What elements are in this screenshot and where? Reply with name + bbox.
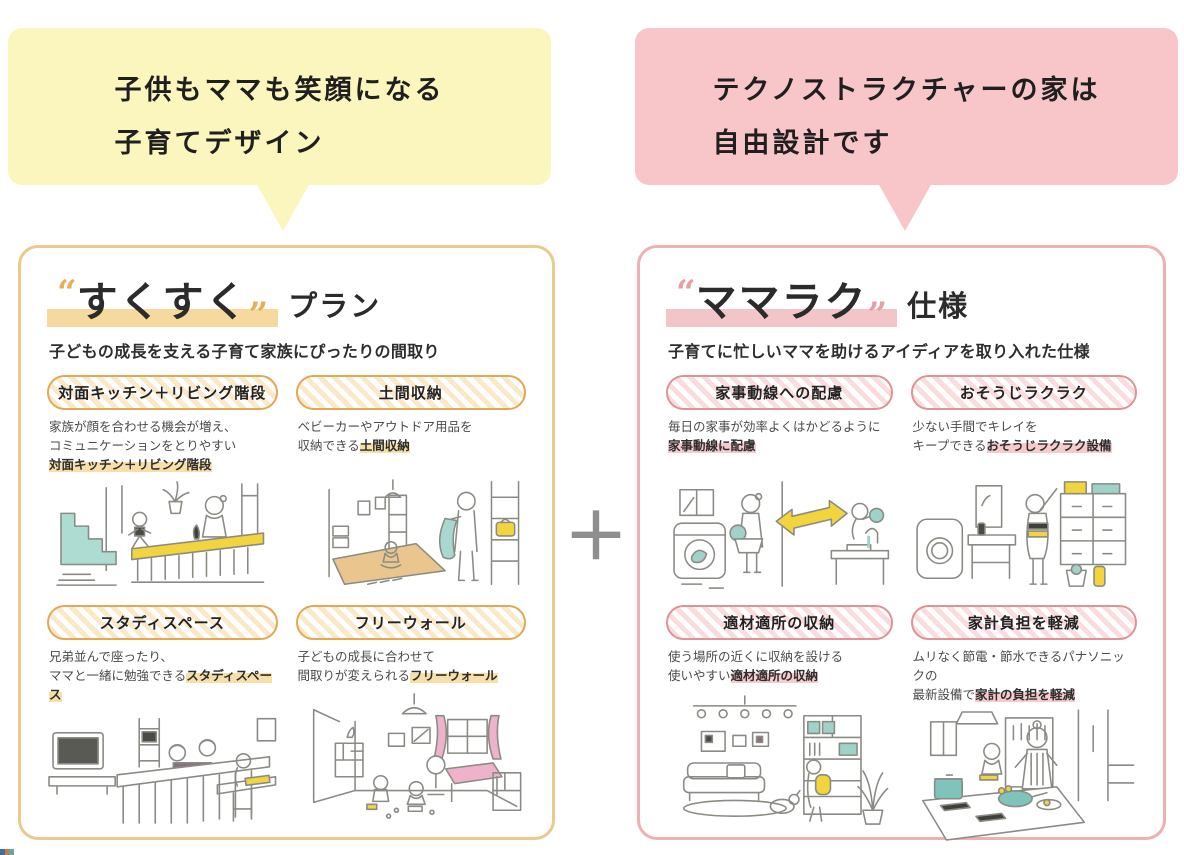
- feature-kaji-dousen: 家事動線への配慮 毎日の家事が効率よくはかどるように 家事動線に配慮: [666, 375, 893, 592]
- bubble-line-2: 子育てデザイン: [114, 127, 325, 158]
- bubble-line-1: 子供もママも笑顔になる: [114, 75, 445, 105]
- bubble-text: 子供もママも笑顔になる 子育てデザイン: [115, 28, 445, 169]
- open-quote: “: [57, 273, 77, 313]
- open-quote: “: [676, 273, 696, 313]
- feature-free-wall: フリーウォール 子どもの成長に合わせて 間取りが変えられるフリーウォール: [295, 605, 527, 842]
- close-quote: ”: [867, 295, 888, 335]
- feature-label: スタディスペース: [47, 605, 278, 641]
- feature-label: 適材適所の収納: [666, 605, 893, 640]
- illustration-study-space: [47, 707, 278, 843]
- feature-tekizai-storage: 適材適所の収納 使う場所の近くに収納を設ける 使いやすい適材適所の収納: [666, 605, 893, 842]
- illustration-doma-storage: [296, 476, 527, 592]
- bubble-tail: [878, 183, 932, 231]
- card-title: “ママラク” 仕様: [666, 268, 1137, 335]
- feature-description: 子どもの成長に合わせて 間取りが変えられるフリーウォール: [297, 650, 498, 683]
- card-title: “すくすく” プラン: [47, 268, 526, 335]
- highlight-keyword: 土間収納: [359, 438, 410, 453]
- bubble-line-1: テクノストラクチャーの家は: [712, 75, 1101, 105]
- feature-description: 使う場所の近くに収納を設ける 使いやすい適材適所の収納: [668, 650, 844, 683]
- plus-sign: ＋: [564, 501, 628, 573]
- title-suffix: 仕様: [907, 291, 970, 323]
- feature-label: 土間収納: [295, 375, 526, 410]
- feature-description: ムリなく節電・節水できるパナソニックの 最新設備で家計の負担を軽減: [912, 650, 1125, 702]
- bubble-text: テクノストラクチャーの家は 自由設計です: [712, 28, 1100, 169]
- feature-description: 少ない手間でキレイを キープできるおそうじラクラク設備: [912, 420, 1112, 453]
- feature-grid: 家事動線への配慮 毎日の家事が効率よくはかどるように 家事動線に配慮: [666, 375, 1137, 842]
- illustration-kitchen-living-stairs: [47, 476, 278, 592]
- highlight-keyword: フリーウォール: [410, 669, 498, 683]
- bubble-tail: [256, 183, 310, 231]
- highlight-keyword: 家事動線に配慮: [668, 438, 756, 453]
- title-text: すくすく: [76, 279, 249, 325]
- card-subtitle: 子育てに忙しいママを助けるアイディアを取り入れた仕様: [668, 344, 1090, 361]
- feature-kakei-keigen: 家計負担を軽減 ムリなく節電・節水できるパナソニックの 最新設備で家計の負担を軽…: [910, 605, 1138, 842]
- feature-grid: 対面キッチン＋リビング階段 家族が顔を合わせる機会が増え、 コミュニケーションを…: [47, 375, 526, 843]
- corner-artifact: [0, 849, 15, 855]
- close-quote: ”: [248, 295, 269, 335]
- feature-description: ベビーカーやアウトドア用品を 収納できる土間収納: [297, 420, 473, 453]
- highlight-keyword: おそうじラクラク設備: [986, 438, 1112, 453]
- feature-label: 家計負担を軽減: [910, 605, 1137, 640]
- feature-kitchen-living-stairs: 対面キッチン＋リビング階段 家族が顔を合わせる機会が増え、 コミュニケーションを…: [47, 375, 278, 592]
- speech-bubble-technostructure: テクノストラクチャーの家は 自由設計です: [635, 28, 1178, 231]
- illustration-free-wall: [296, 692, 527, 828]
- card-subtitle: 子どもの成長を支える子育て家族にぴったりの間取り: [49, 344, 440, 361]
- illustration-kaji-dousen: [666, 476, 893, 592]
- quoted-title: “すくすく”: [47, 268, 279, 335]
- feature-description: 毎日の家事が効率よくはかどるように 家事動線に配慮: [668, 420, 881, 453]
- title-suffix: プラン: [288, 291, 382, 323]
- illustration-tekizai-storage: [666, 692, 893, 828]
- feature-description: 兄弟並んで座ったり、 ママと一緒に勉強できるスタディスペース: [49, 650, 273, 702]
- feature-label: 家事動線への配慮: [666, 375, 893, 410]
- illustration-kakei-keigen: [911, 706, 1138, 842]
- illustration-osoji-rakuraku: [911, 476, 1138, 592]
- quoted-title: “ママラク”: [666, 268, 898, 335]
- feature-label: フリーウォール: [295, 605, 526, 641]
- title-text: ママラク: [695, 279, 868, 325]
- card-mamaraku-spec: “ママラク” 仕様 子育てに忙しいママを助けるアイディアを取り入れた仕様 家事動…: [637, 245, 1166, 842]
- highlight-keyword: 適材適所の収納: [730, 668, 819, 683]
- highlight-keyword: 対面キッチン＋リビング階段: [49, 457, 212, 472]
- feature-osoji-rakuraku: おそうじラクラク 少ない手間でキレイを キープできるおそうじラクラク設備: [910, 375, 1138, 592]
- feature-label: 対面キッチン＋リビング階段: [47, 375, 278, 410]
- highlight-keyword: 家計の負担を軽減: [975, 687, 1076, 702]
- card-sukusuku-plan: “すくすく” プラン 子どもの成長を支える子育て家族にぴったりの間取り 対面キッ…: [18, 245, 555, 840]
- feature-label: おそうじラクラク: [910, 375, 1137, 410]
- feature-study-space: スタディスペース 兄弟並んで座ったり、 ママと一緒に勉強できるスタディスペース: [47, 605, 278, 842]
- speech-bubble-kosodate-design: 子供もママも笑顔になる 子育てデザイン: [8, 28, 551, 231]
- feature-description: 家族が顔を合わせる機会が増え、 コミュニケーションをとりやすい 対面キッチン＋リ…: [49, 420, 237, 472]
- feature-doma-storage: 土間収納 ベビーカーやアウトドア用品を 収納できる土間収納: [295, 375, 527, 592]
- bubble-line-2: 自由設計です: [712, 127, 893, 158]
